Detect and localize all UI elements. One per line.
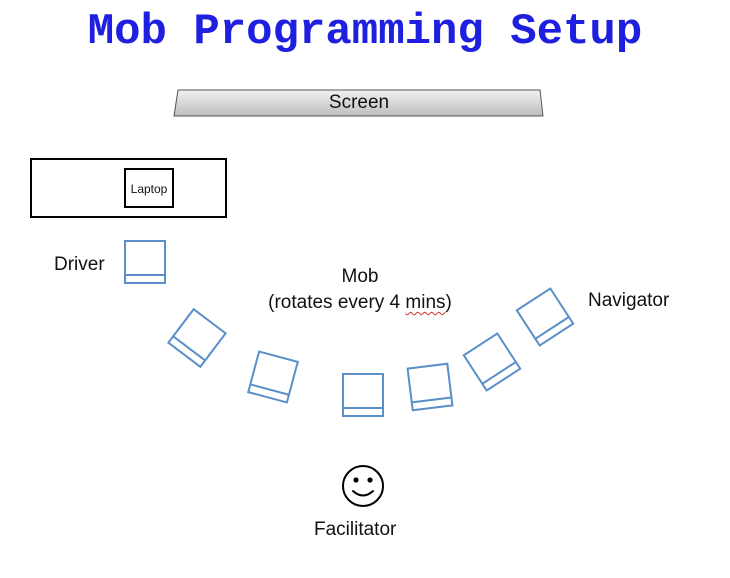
driver-label: Driver	[54, 254, 105, 275]
mob-label-flagged-word: mins	[405, 292, 446, 313]
mob-label-prefix: (rotates every 4	[268, 292, 406, 313]
mob-label-line1: Mob	[341, 266, 379, 287]
laptop-shape	[124, 168, 174, 208]
navigator-label: Navigator	[588, 290, 670, 311]
chair-driver	[124, 240, 166, 284]
page-title: Mob Programming Setup	[87, 7, 643, 57]
chair-mob-4	[406, 362, 454, 412]
chair-mob-2	[247, 350, 299, 404]
smiley-face-icon	[342, 465, 384, 507]
screen-shape	[173, 89, 544, 117]
laptop-label: Laptop	[130, 182, 168, 196]
chair-mob-3	[342, 373, 384, 417]
mob-label-line2: (rotates every 4 mins)	[235, 290, 485, 316]
screen-label: Screen	[328, 92, 390, 113]
facilitator-label: Facilitator	[314, 519, 397, 540]
chair-mob-5	[462, 332, 522, 392]
chair-navigator	[515, 287, 575, 347]
chair-mob-1	[166, 307, 228, 369]
mob-label-suffix: )	[445, 292, 452, 313]
mob-label: Mob (rotates every 4 mins)	[235, 264, 485, 316]
